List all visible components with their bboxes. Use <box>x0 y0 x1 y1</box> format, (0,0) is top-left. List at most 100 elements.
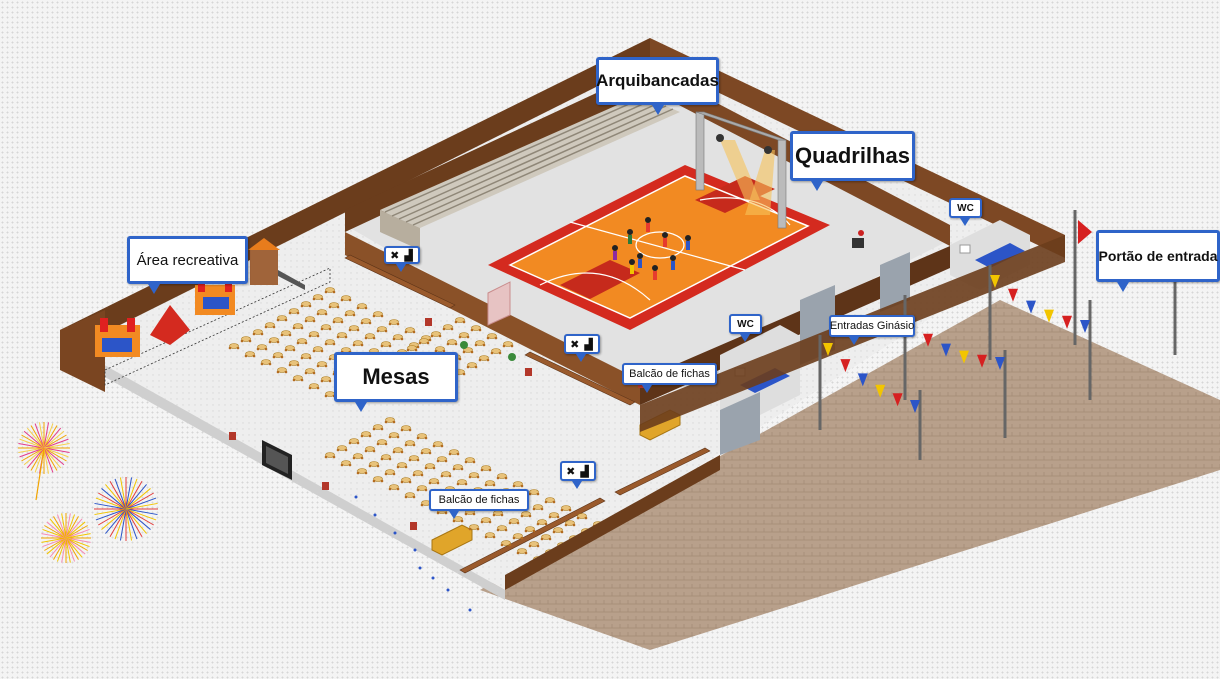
outer-wall-front <box>505 455 720 590</box>
table <box>372 476 384 483</box>
table <box>408 455 420 462</box>
table <box>228 343 240 350</box>
table <box>406 345 418 352</box>
table <box>256 344 268 351</box>
table <box>446 339 458 346</box>
table <box>552 527 564 534</box>
callout-mesas[interactable]: Mesas <box>334 352 458 412</box>
table <box>528 489 540 496</box>
table <box>434 346 446 353</box>
table <box>356 303 368 310</box>
table <box>416 433 428 440</box>
table <box>388 484 400 491</box>
callout-quadrilhas[interactable]: Quadrilhas <box>790 131 915 191</box>
callout-balcao-fichas-1[interactable]: Balcão de fichas <box>622 363 717 393</box>
long-benches <box>344 254 711 574</box>
plants <box>460 341 516 361</box>
table <box>462 347 474 354</box>
bunting-flag <box>823 343 833 356</box>
callout-food-icon-2[interactable]: ✖ ▟ <box>564 334 600 362</box>
table <box>388 319 400 326</box>
firework-burst <box>18 422 70 474</box>
table <box>276 367 288 374</box>
table <box>356 468 368 475</box>
table <box>532 504 544 511</box>
bunting-flag <box>892 393 903 407</box>
red-pennant <box>1078 220 1092 244</box>
table <box>508 518 520 525</box>
callout-portao-entrada[interactable]: Portão de entrada <box>1096 230 1220 292</box>
table <box>260 359 272 366</box>
table <box>432 441 444 448</box>
bunting-flag <box>1044 309 1054 323</box>
table <box>458 332 470 339</box>
callout-arquibancadas[interactable]: Arquibancadas <box>596 57 719 115</box>
basketball-court <box>488 165 830 330</box>
table <box>376 326 388 333</box>
table <box>536 519 548 526</box>
bunting-flag <box>1026 300 1036 314</box>
table <box>424 463 436 470</box>
callout-wc-1[interactable]: WC <box>729 314 762 342</box>
table <box>576 513 588 520</box>
play-area <box>95 238 331 386</box>
callout-wc-2[interactable]: WC <box>949 198 982 226</box>
table <box>564 520 576 527</box>
dancers <box>612 217 691 280</box>
table <box>272 352 284 359</box>
table <box>352 453 364 460</box>
table <box>516 548 528 555</box>
table <box>470 325 482 332</box>
table <box>404 327 416 334</box>
table <box>316 309 328 316</box>
gym-wall-front-right <box>640 246 950 405</box>
callout-food-icon-3[interactable]: ✖ ▟ <box>560 461 596 489</box>
table <box>490 348 502 355</box>
table <box>352 340 364 347</box>
table <box>348 438 360 445</box>
callout-balcao-fichas-2[interactable]: Balcão de fichas <box>429 489 529 519</box>
screen-stage <box>262 440 292 480</box>
table <box>312 294 324 301</box>
table <box>292 375 304 382</box>
table <box>288 360 300 367</box>
table <box>252 329 264 336</box>
table <box>360 318 372 325</box>
table <box>240 336 252 343</box>
bunting-flag <box>977 354 987 368</box>
table <box>512 533 524 540</box>
bunting-flag <box>995 357 1005 370</box>
bunting-flag <box>840 359 851 373</box>
table <box>492 510 504 517</box>
table <box>360 431 372 438</box>
table <box>316 361 328 368</box>
table <box>442 324 454 331</box>
callout-food-icon-1[interactable]: ✖ ▟ <box>384 246 420 272</box>
table <box>332 317 344 324</box>
firework-burst <box>94 477 158 541</box>
table <box>348 325 360 332</box>
table <box>528 541 540 548</box>
dj-booth <box>852 230 864 248</box>
table <box>324 339 336 346</box>
bunting-flag <box>1080 320 1090 333</box>
table <box>244 351 256 358</box>
bunting-flag <box>959 350 969 364</box>
table <box>372 424 384 431</box>
table <box>376 439 388 446</box>
table <box>428 478 440 485</box>
callout-entradas-ginasio[interactable]: Entradas Ginásio <box>829 315 915 345</box>
callout-area-recreativa[interactable]: Área recreativa <box>127 236 248 294</box>
table <box>502 341 514 348</box>
table <box>308 383 320 390</box>
table <box>404 492 416 499</box>
table <box>280 330 292 337</box>
table <box>480 465 492 472</box>
table <box>400 425 412 432</box>
table <box>478 355 490 362</box>
table <box>466 362 478 369</box>
gym-wall-left <box>345 68 650 232</box>
table <box>292 323 304 330</box>
table <box>484 532 496 539</box>
table <box>324 287 336 294</box>
